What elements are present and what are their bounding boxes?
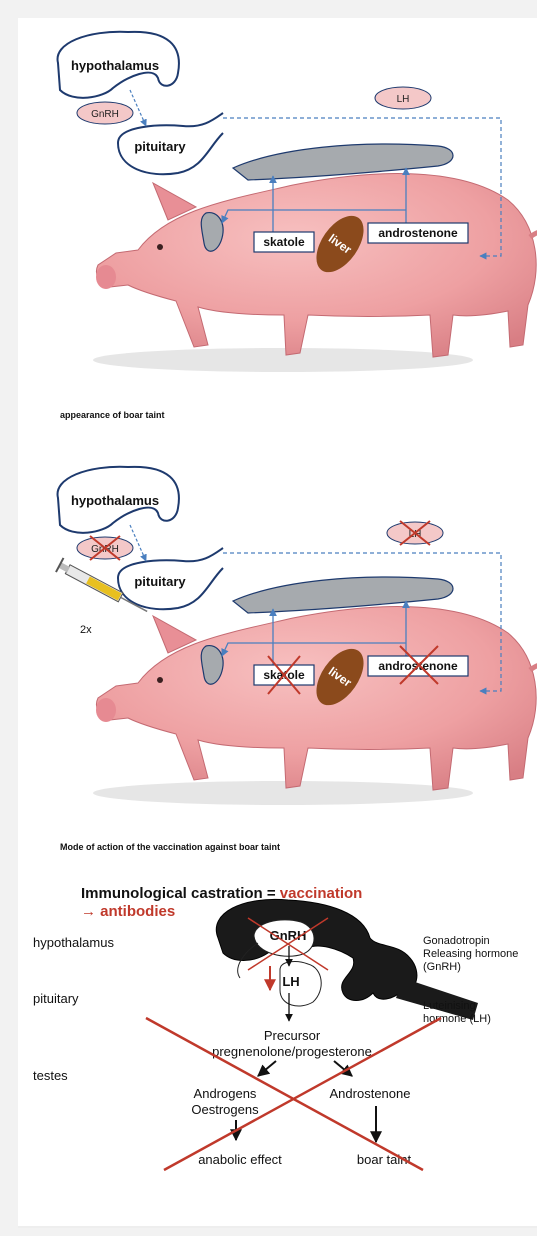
- label-testes: testes: [33, 1068, 68, 1083]
- skatole-label: skatole: [263, 235, 305, 249]
- hypothalamus-label: hypothalamus: [71, 58, 159, 73]
- title-line-1: Immunological castration = vaccination: [81, 885, 362, 902]
- oestrogens-label: Oestrogens: [191, 1102, 259, 1117]
- figure-card: hypothalamus GnRH pituitary LH skatole l…: [18, 18, 537, 1228]
- gnrh-desc-2: Releasing hormone: [423, 948, 518, 960]
- gnrh-desc-1: Gonadotropin: [423, 935, 490, 947]
- pig-illustration-2: [93, 607, 537, 805]
- panel-vaccination: hypothalamus GnRH pituitary LH 2x skatol…: [56, 467, 537, 852]
- label-hypothalamus: hypothalamus: [33, 935, 114, 950]
- title-vaccination: vaccination: [280, 885, 363, 902]
- androstenone-path-label: Androstenone: [330, 1086, 411, 1101]
- precursor-label: Precursor: [264, 1028, 321, 1043]
- panel-immunological-castration: Immunological castration = vaccination →…: [33, 885, 518, 1170]
- androstenone-label: androstenone: [378, 226, 458, 240]
- precursor-compounds: pregnenolone/progesterone: [212, 1044, 372, 1059]
- hypothalamus-label-2: hypothalamus: [71, 493, 159, 508]
- anabolic-effect-label: anabolic effect: [198, 1152, 282, 1167]
- caption-1: appearance of boar taint: [60, 410, 165, 420]
- gnrh-label-2: GnRH: [91, 544, 119, 555]
- figure-canvas: hypothalamus GnRH pituitary LH skatole l…: [18, 18, 537, 1228]
- pituitary-label: pituitary: [134, 139, 186, 154]
- androgens-label: Androgens: [194, 1086, 257, 1101]
- title-line-2: → antibodies: [81, 903, 175, 920]
- title-prefix: Immunological castration =: [81, 885, 280, 902]
- lh-desc-1: Luteinising: [423, 1000, 476, 1012]
- caption-2: Mode of action of the vaccination agains…: [60, 842, 280, 852]
- gnrh-to-pituitary-arrow-2: [130, 525, 146, 561]
- dose-label: 2x: [80, 624, 92, 636]
- label-pituitary: pituitary: [33, 991, 79, 1006]
- lh-brain-label: LH: [282, 974, 299, 989]
- gnrh-desc-3: (GnRH): [423, 961, 461, 973]
- panel-boar-taint: hypothalamus GnRH pituitary LH skatole l…: [58, 32, 537, 420]
- lh-label: LH: [397, 94, 410, 105]
- pituitary-label-2: pituitary: [134, 574, 186, 589]
- to-androgens-arrow: [258, 1061, 276, 1076]
- gnrh-label: GnRH: [91, 109, 119, 120]
- gnrh-to-pituitary-arrow: [130, 90, 146, 126]
- pig-illustration: [93, 174, 537, 372]
